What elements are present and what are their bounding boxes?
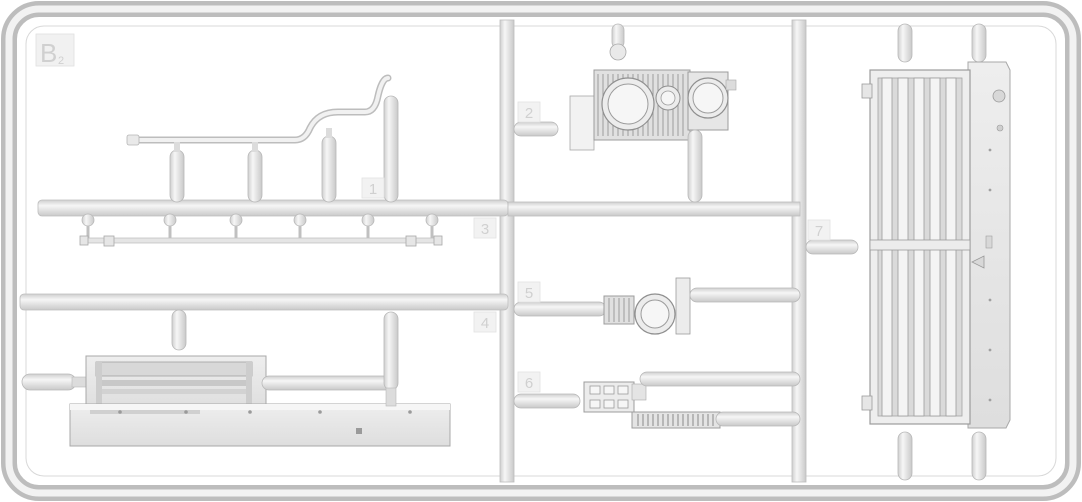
thin-rail-part <box>79 213 443 247</box>
horizontal-runners <box>19 199 801 311</box>
fuel-pipe-part <box>126 74 399 203</box>
part-label-5: 5 <box>525 285 533 302</box>
vertical-runners <box>499 19 807 483</box>
part-label-1: 1 <box>369 181 377 198</box>
sprue-code-tag: B 2 <box>35 33 75 68</box>
part-number-tags: 1 2 3 4 5 6 7 <box>361 101 831 393</box>
part-label-2: 2 <box>525 105 533 122</box>
grille-part <box>805 23 1011 481</box>
rack-plate-part <box>21 309 451 447</box>
sprue-code-letter: B <box>40 38 57 68</box>
part-label-3: 3 <box>481 221 489 238</box>
sprue-code-sub: 2 <box>58 55 64 67</box>
radiator-part <box>513 371 801 429</box>
gearbox-part <box>513 23 737 203</box>
valve-housing-part <box>513 277 801 335</box>
part-label-7: 7 <box>815 223 823 240</box>
part-label-6: 6 <box>525 375 533 392</box>
part-label-4: 4 <box>481 315 489 332</box>
